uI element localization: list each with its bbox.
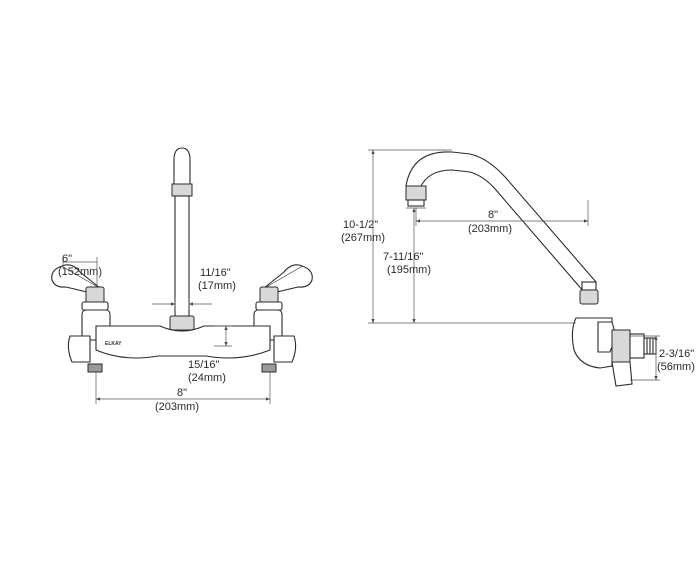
dim-shank-length-in: 2-3/16": [659, 348, 694, 360]
dim-body-depth: 15/16" (24mm): [188, 325, 232, 384]
dim-handle-reach: 6" (152mm): [58, 253, 102, 286]
dim-centers-mm: (203mm): [155, 401, 199, 413]
dim-spout-diameter-in: 11/16": [200, 267, 231, 279]
faucet-body-side: [571, 317, 657, 387]
dim-spout-diameter: 11/16" (17mm): [152, 267, 236, 310]
dim-spout-reach-in: 8": [488, 209, 498, 221]
dim-spout-reach-mm: (203mm): [468, 223, 512, 235]
brand-mark: ELKAY: [105, 341, 122, 347]
dim-outlet-height: 7-11/16" (195mm): [383, 207, 431, 323]
faucet-body-front: ELKAY: [67, 309, 297, 373]
left-handle: [51, 264, 109, 311]
front-view: ELKAY 6" (152mm) 11/16" (17mm): [51, 147, 313, 413]
dim-body-depth-mm: (24mm): [188, 372, 226, 384]
spout-side: [405, 151, 599, 305]
dim-outlet-height-mm: (195mm): [387, 264, 431, 276]
right-handle: [255, 264, 313, 311]
dim-spout-diameter-mm: (17mm): [198, 280, 236, 292]
dim-body-depth-in: 15/16": [188, 359, 220, 371]
dim-handle-reach-mm: (152mm): [58, 266, 102, 278]
dim-overall-height-mm: (267mm): [341, 232, 385, 244]
dim-handle-reach-in: 6": [62, 253, 72, 265]
threaded-shank: [643, 337, 657, 355]
side-view: 10-1/2" (267mm) 7-11/16" (195mm) 8" (203…: [341, 149, 695, 387]
dim-overall-height: 10-1/2" (267mm): [341, 149, 576, 324]
dim-shank-length-mm: (56mm): [657, 361, 695, 373]
dim-spout-reach: 8" (203mm): [415, 200, 589, 235]
dim-shank-length: 2-3/16" (56mm): [630, 335, 695, 381]
spout-front: [169, 147, 195, 331]
dim-centers: 8" (203mm): [95, 372, 271, 413]
dim-outlet-height-in: 7-11/16": [383, 251, 423, 263]
dim-centers-in: 8": [177, 387, 187, 399]
dim-overall-height-in: 10-1/2": [343, 219, 378, 231]
